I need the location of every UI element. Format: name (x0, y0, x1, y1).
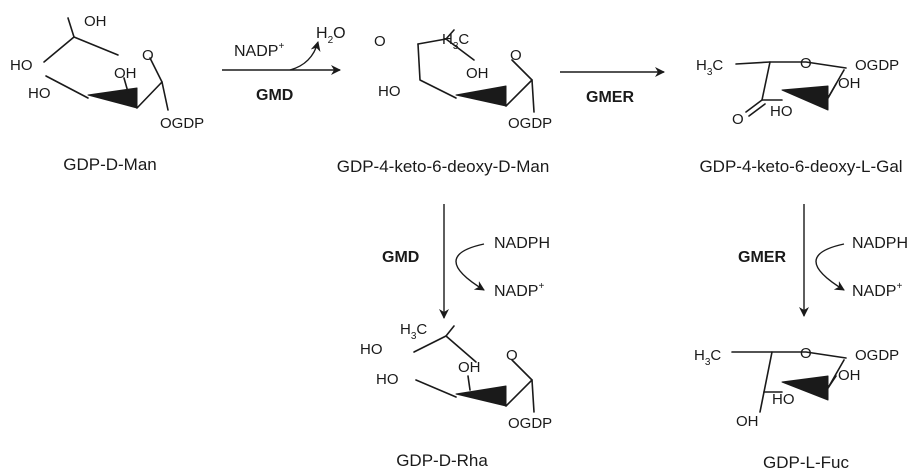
h3c-label: H3C (694, 347, 721, 368)
enzyme-gmd-label: GMD (256, 87, 293, 104)
ogdp-label: OGDP (855, 347, 899, 364)
water-label: H2O (316, 25, 346, 46)
ho-label: HO (378, 83, 401, 100)
compound-name-gdp-4-keto-6-deoxy-d-man: GDP-4-keto-6-deoxy-D-Man (337, 157, 550, 176)
ogdp-label: OGDP (508, 115, 552, 132)
ho-label: HO (770, 103, 793, 120)
nadph-label: NADPH (494, 235, 550, 252)
keto-oxygen-label: O (374, 33, 386, 50)
keto-oxygen-label: O (732, 111, 744, 128)
ho-label: HO (10, 57, 33, 74)
nadp-plus-label: NADP+ (494, 281, 544, 300)
oh-label: OH (838, 75, 861, 92)
arrow-gmd-dehydration: NADP+ H2O GMD (222, 25, 346, 104)
oh-label: OH (838, 367, 861, 384)
oh-label: OH (466, 65, 489, 82)
ring-oxygen-label: O (510, 47, 522, 64)
cofactor-arrow (455, 243, 485, 291)
ho-label: HO (772, 391, 795, 408)
oh-label: OH (458, 359, 481, 376)
ch3-label: H3C (442, 31, 469, 52)
ring-oxygen-label: O (800, 345, 812, 362)
compound-name-gdp-4-keto-6-deoxy-l-gal: GDP-4-keto-6-deoxy-L-Gal (699, 157, 902, 176)
ring-oxygen-label: O (800, 55, 812, 72)
enzyme-gmer-label: GMER (586, 89, 634, 106)
arrow-gmer-epimerization: GMER (560, 67, 665, 106)
nadp-plus-label: NADP+ (852, 281, 902, 300)
molecule-gdp-d-rha: H3C HO OH O HO OGDP (360, 321, 552, 432)
arrow-gmer-reduction: NADPH NADP+ GMER (738, 204, 908, 317)
molecule-gdp-d-man: OH HO OH O HO OGDP (10, 13, 204, 132)
ho-label: HO (28, 85, 51, 102)
ho-label: HO (360, 341, 383, 358)
nadp-plus-label: NADP+ (234, 41, 284, 60)
oh-label: OH (736, 413, 759, 430)
compound-name-gdp-d-man: GDP-D-Man (63, 155, 157, 174)
h3c-label: H3C (696, 57, 723, 78)
ho-label: HO (376, 371, 399, 388)
compound-name-gdp-d-rha: GDP-D-Rha (396, 451, 488, 470)
molecule-gdp-l-fuc: H3C O OGDP OH HO OH (694, 345, 899, 430)
molecule-gdp-4-keto-6-deoxy-d-man: O H3C OH O HO OGDP (374, 29, 552, 132)
cofactor-arrow (815, 243, 845, 291)
ring-oxygen-label: O (506, 347, 518, 364)
compound-name-gdp-l-fuc: GDP-L-Fuc (763, 453, 849, 472)
nadph-label: NADPH (852, 235, 908, 252)
oh-label: OH (84, 13, 107, 30)
h3c-label: H3C (400, 321, 427, 342)
ring-oxygen-label: O (142, 47, 154, 64)
arrow-gmd-reduction: NADPH NADP+ GMD (382, 204, 550, 319)
water-release-arrow (289, 41, 321, 71)
enzyme-gmer-label: GMER (738, 249, 786, 266)
ogdp-label: OGDP (855, 57, 899, 74)
enzyme-gmd-label: GMD (382, 249, 419, 266)
molecule-gdp-4-keto-6-deoxy-l-gal: H3C O OGDP OH O HO (696, 55, 899, 128)
ogdp-label: OGDP (508, 415, 552, 432)
oh-label: OH (114, 65, 137, 82)
ogdp-label: OGDP (160, 115, 204, 132)
